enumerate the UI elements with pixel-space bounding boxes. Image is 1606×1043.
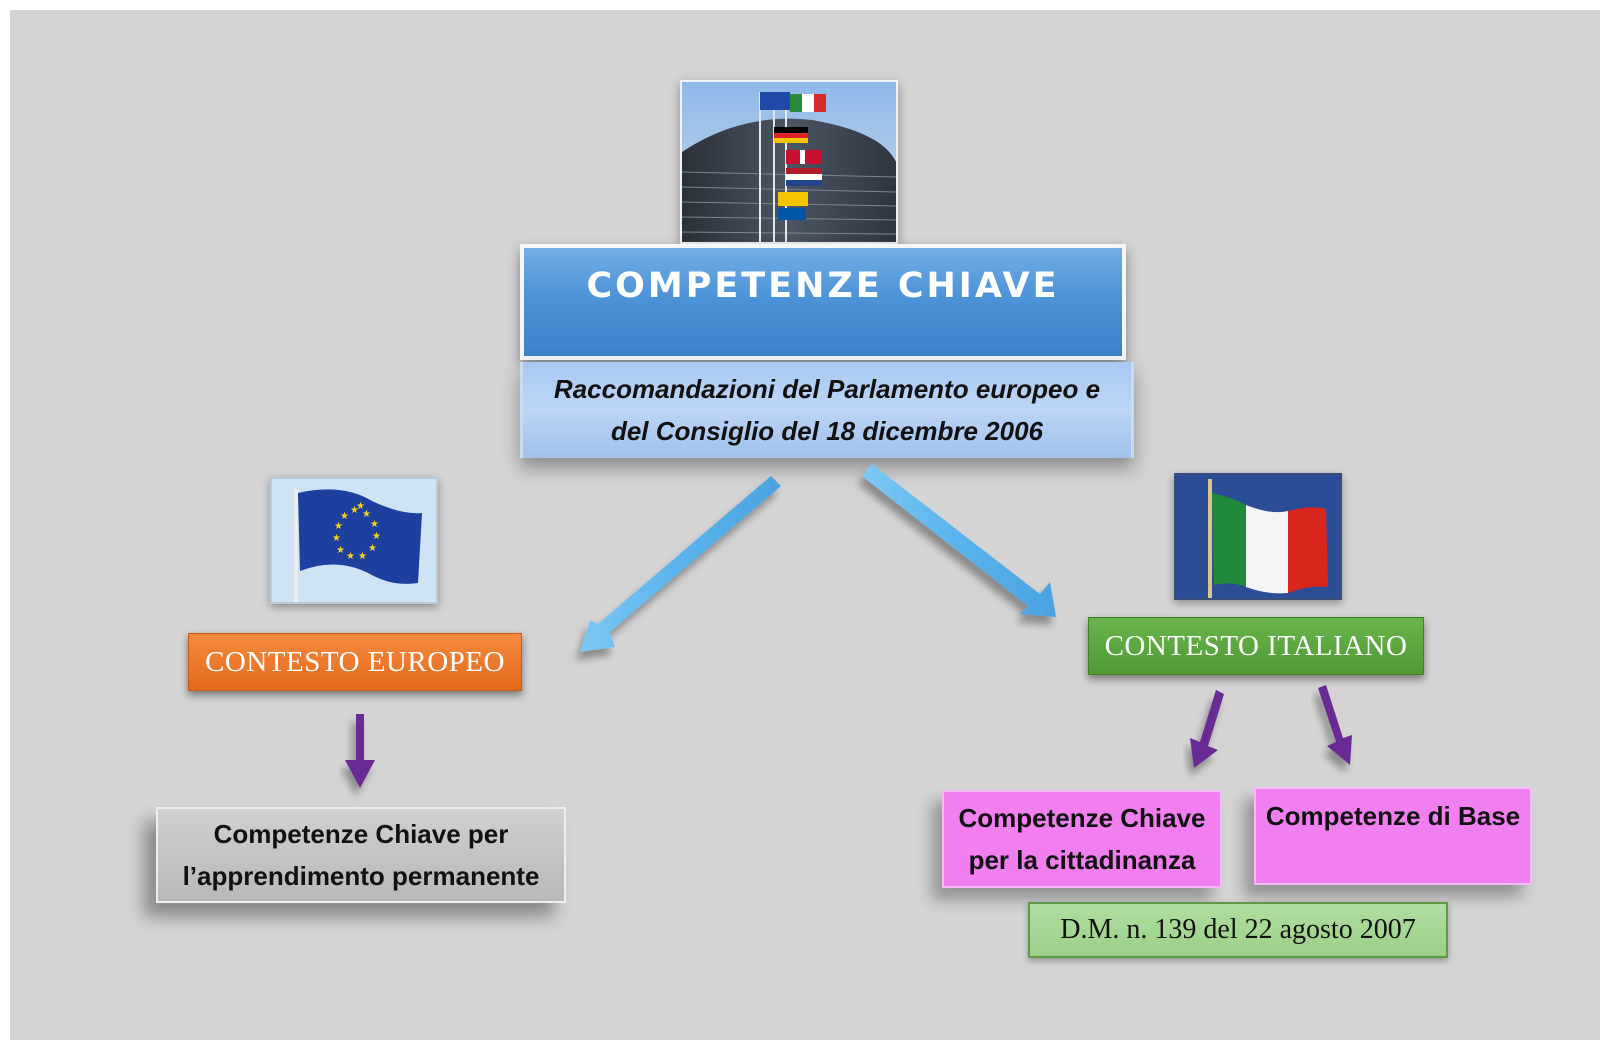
svg-text:★: ★ [350, 505, 359, 516]
svg-text:★: ★ [346, 551, 355, 562]
purple-arrow-down-left-icon [1190, 690, 1224, 768]
lifelong-learning-line-1: Competenze Chiave per [213, 819, 509, 849]
blue-arrow-left-icon [580, 476, 781, 652]
svg-text:★: ★ [332, 533, 341, 544]
svg-text:★: ★ [340, 511, 349, 522]
european-context-label: CONTESTO EUROPEO [188, 633, 522, 691]
svg-text:★: ★ [356, 501, 365, 512]
subtitle-box: Raccomandazioni del Parlamento europeo e… [520, 362, 1134, 458]
svg-text:★: ★ [358, 551, 367, 562]
eu-flag-icon: ★★★ ★★★ ★★★ ★★★ [270, 477, 438, 604]
svg-text:★: ★ [370, 519, 379, 530]
title-box: COMPETENZE CHIAVE [520, 244, 1126, 360]
purple-arrow-down-icon [345, 714, 375, 788]
subtitle-line-1: Raccomandazioni del Parlamento europeo e [553, 374, 1101, 404]
svg-text:★: ★ [368, 543, 377, 554]
purple-arrow-down-right-icon [1318, 685, 1352, 765]
parliament-photo [680, 80, 898, 244]
svg-text:★: ★ [372, 531, 381, 542]
lifelong-learning-line-2: l’apprendimento permanente [182, 861, 540, 891]
subtitle-line-2: del Consiglio del 18 dicembre 2006 [610, 416, 1044, 446]
italian-context-label: CONTESTO ITALIANO [1088, 617, 1424, 675]
decree-box: D.M. n. 139 del 22 agosto 2007 [1028, 902, 1448, 958]
svg-text:★: ★ [362, 509, 371, 520]
svg-text:★: ★ [336, 545, 345, 556]
citizenship-line-2: per la cittadinanza [968, 845, 1196, 875]
svg-text:★: ★ [334, 521, 343, 532]
basic-competences-box: Competenze di Base [1254, 787, 1532, 885]
italian-flag-icon [1174, 473, 1342, 600]
blue-arrow-right-icon [862, 464, 1056, 617]
citizenship-competences-box: Competenze Chiave per la cittadinanza [942, 790, 1222, 888]
citizenship-line-1: Competenze Chiave [958, 803, 1206, 833]
lifelong-learning-box: Competenze Chiave per l’apprendimento pe… [156, 807, 566, 903]
